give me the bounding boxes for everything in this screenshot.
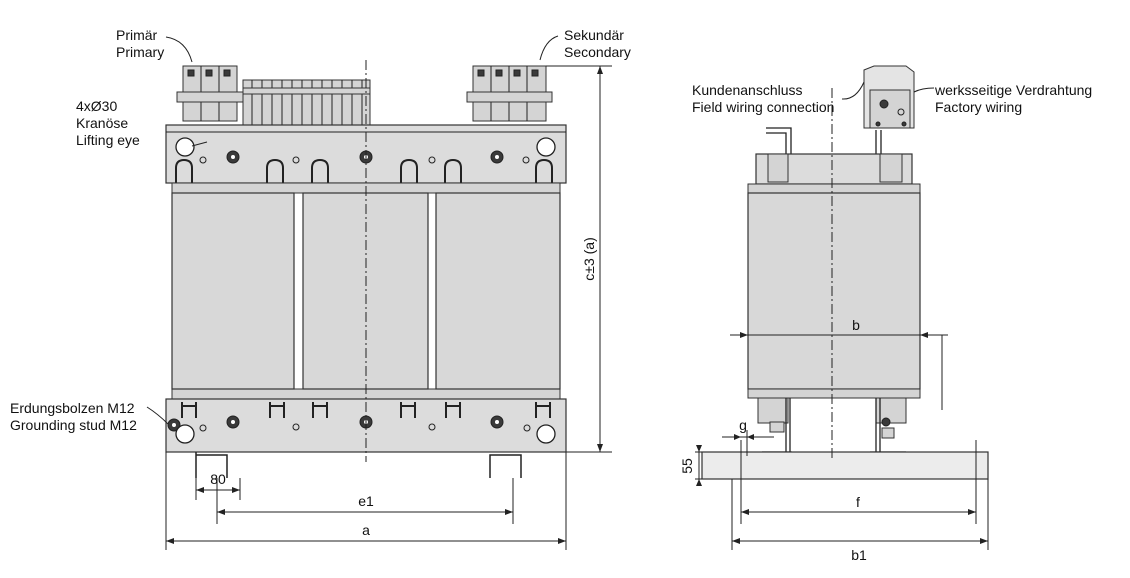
side-base-plate <box>701 451 989 480</box>
side-coil <box>747 192 921 390</box>
lifting-eye-top-right <box>522 137 556 164</box>
label-lifting-de: Kranöse <box>76 115 128 131</box>
label-primary-de: Primär <box>116 27 158 43</box>
coil-left <box>171 192 295 390</box>
dim-e1: e1 <box>358 493 374 509</box>
factory-wiring-box <box>863 65 915 129</box>
foot-left <box>195 452 228 478</box>
dim-base-h: 55 <box>679 458 695 474</box>
yoke-bolts-top <box>226 150 504 164</box>
primary-terminal-block <box>176 65 244 122</box>
label-factory-de: werksseitige Verdrahtung <box>934 82 1092 98</box>
grounding-stud <box>167 418 181 432</box>
label-primary-en: Primary <box>116 44 164 60</box>
dim-foot: 80 <box>210 471 226 487</box>
lifting-eye-bottom-right <box>523 424 556 444</box>
dim-g: g <box>739 417 747 433</box>
dim-height: c±3 (a) <box>581 237 597 280</box>
front-dimensions <box>165 65 612 550</box>
label-secondary-en: Secondary <box>564 44 631 60</box>
dim-a: a <box>362 522 370 538</box>
label-factory-en: Factory wiring <box>935 99 1022 115</box>
lifting-eye-bottom-left <box>175 424 207 444</box>
foot-right <box>489 454 522 478</box>
bottom-clamps <box>181 402 551 418</box>
label-field-de: Kundenanschluss <box>692 82 803 98</box>
label-field-en: Field wiring connection <box>692 99 834 115</box>
side-view <box>701 65 989 480</box>
label-ground-en: Grounding stud M12 <box>10 417 137 433</box>
dim-b: b <box>852 317 860 333</box>
side-dimensions <box>695 332 989 550</box>
front-view <box>146 35 567 478</box>
dim-b1: b1 <box>851 547 867 563</box>
label-lifting-en: Lifting eye <box>76 132 140 148</box>
label-ground-de: Erdungsbolzen M12 <box>10 400 135 416</box>
secondary-terminal-block <box>466 65 553 122</box>
dim-f: f <box>856 494 860 510</box>
coil-right <box>435 192 561 390</box>
top-clamps <box>175 158 553 186</box>
lifting-eye-top-left <box>175 137 207 164</box>
middle-terminal-strip <box>242 79 371 126</box>
label-secondary-de: Sekundär <box>564 27 624 43</box>
label-lifting-spec: 4xØ30 <box>76 98 117 114</box>
